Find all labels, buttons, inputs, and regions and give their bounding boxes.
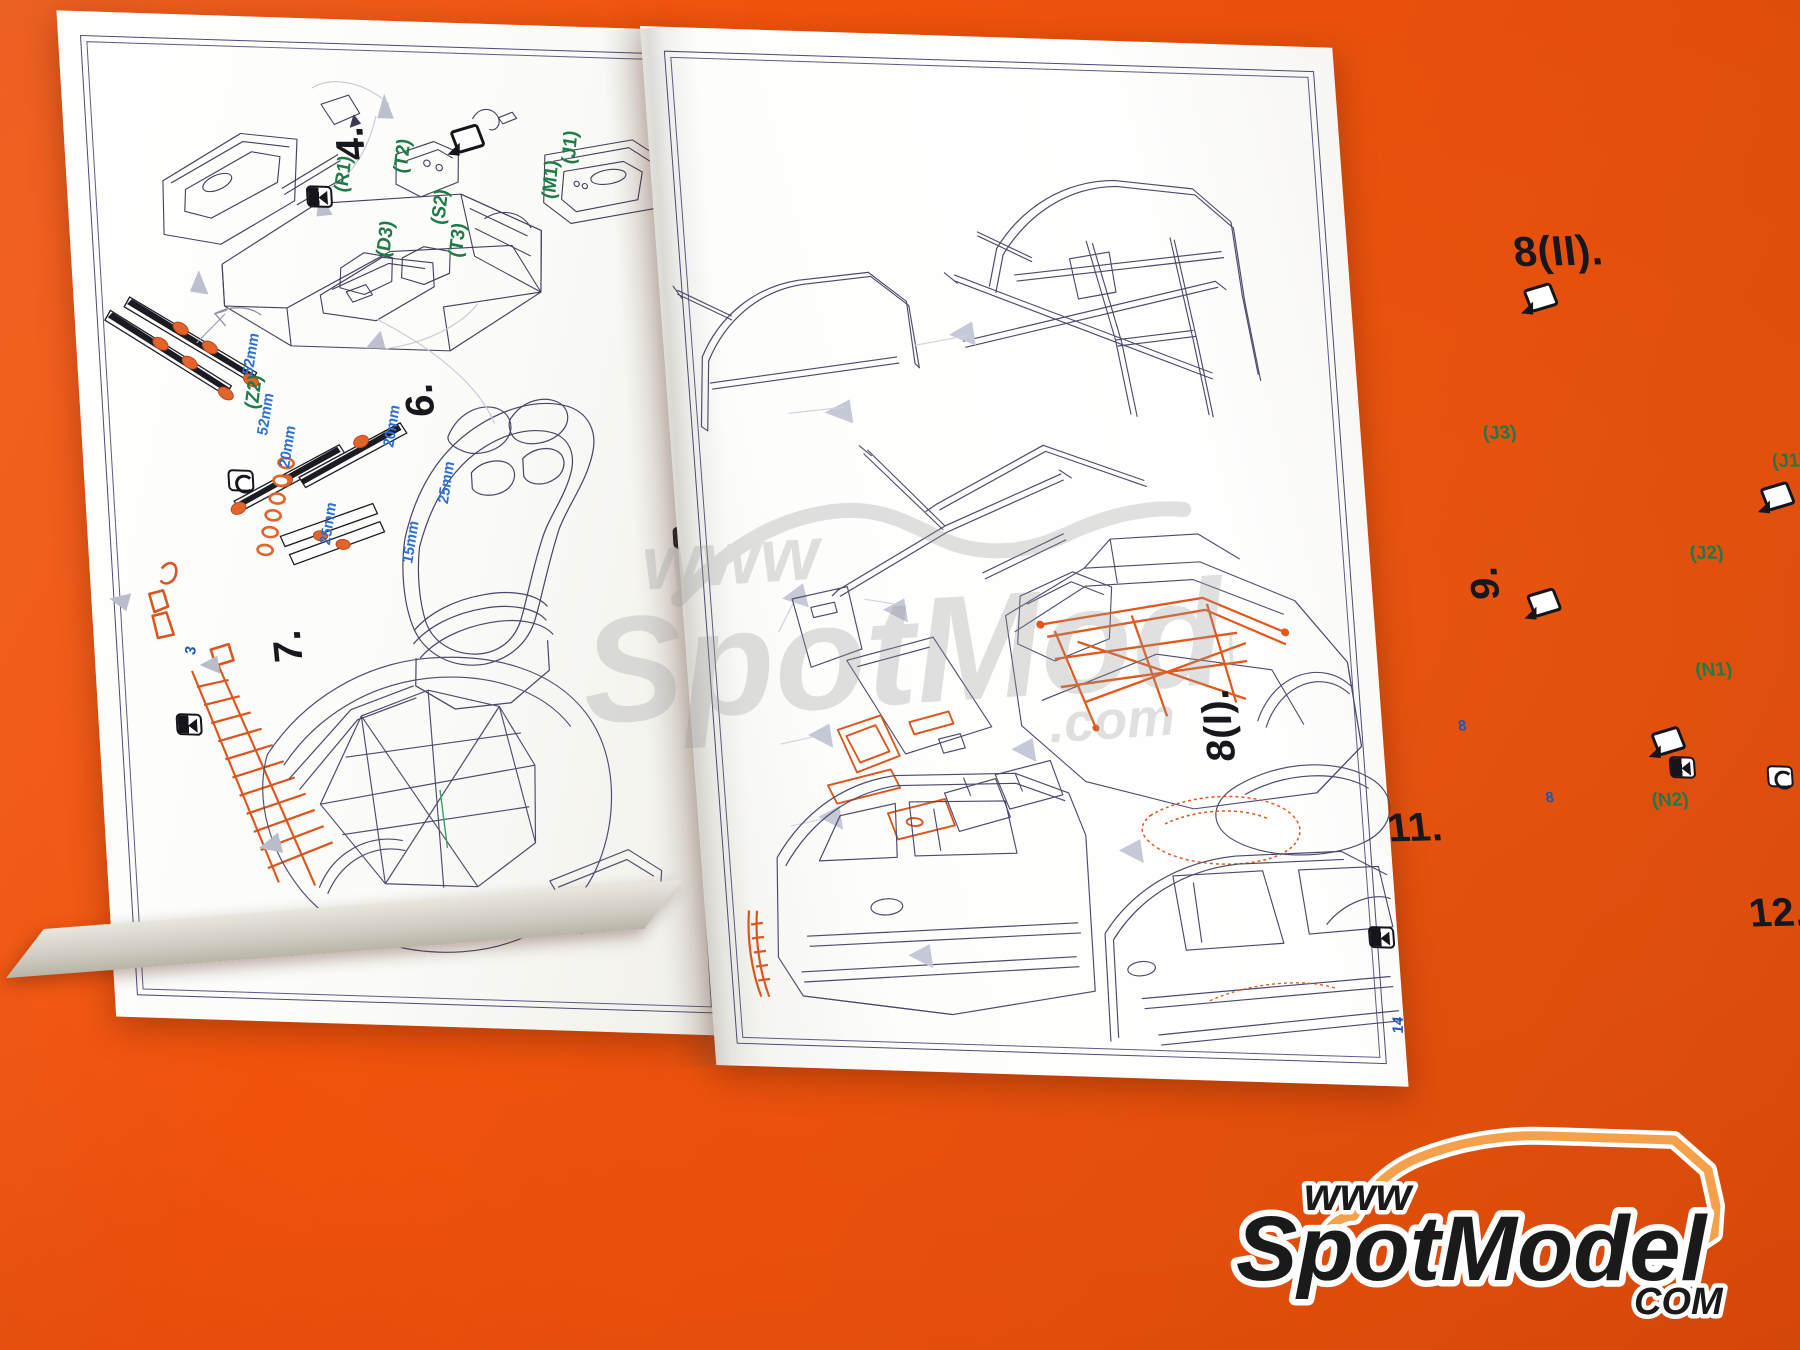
- part-label: (M1): [538, 158, 564, 201]
- left-page-artwork: [104, 81, 663, 953]
- part-label: (R1): [331, 153, 357, 195]
- logo-com-outline: COM: [1634, 1281, 1724, 1323]
- part-label: (D3): [373, 218, 399, 260]
- part-count-label: 8: [1544, 789, 1555, 807]
- part-label: (T3): [445, 221, 471, 260]
- booklet-right-page: 8(I).8(II).8(III).9.10.11.12.(J3)(J4)(J1…: [640, 26, 1800, 1087]
- cut-tool-icon: [1668, 756, 1697, 779]
- step-number: 8(I).: [1192, 688, 1245, 762]
- right-page-artwork: [672, 179, 1402, 1046]
- glue-icon: [1649, 725, 1688, 757]
- bend-tool-icon: [1766, 765, 1795, 790]
- spotmodel-logo: www www SpotModel SpotModel COM COM: [1204, 1074, 1764, 1328]
- cut-tool-icon: [305, 185, 334, 209]
- logo-com: COM: [1634, 1281, 1724, 1323]
- bend-tool-icon: [227, 469, 255, 494]
- part-label: (N1): [1694, 659, 1734, 682]
- logo-www: www: [1304, 1168, 1415, 1220]
- step-number: 9.: [1460, 565, 1509, 601]
- glue-icon: [1759, 480, 1797, 513]
- step-number: 11.: [1384, 805, 1446, 851]
- step-number: 6.: [396, 382, 444, 417]
- part-count-label: 14: [1389, 1015, 1407, 1035]
- part-label: (J3): [1481, 422, 1518, 445]
- part-label: (J1): [558, 128, 583, 166]
- part-label: (T2): [390, 136, 416, 176]
- logo-name-outline: SpotModel: [1236, 1198, 1709, 1300]
- logo-name: SpotModel: [1236, 1198, 1709, 1300]
- booklet-left-page: 4.6.5.7.(R1)(T2)(S2)(T3)(D3)(J1)(M1)(Z2)…: [56, 10, 785, 1037]
- part-label: (J2): [1688, 542, 1725, 565]
- cut-tool-icon: [175, 713, 203, 736]
- step-number: 12.: [1746, 890, 1800, 936]
- step-number: 7.: [264, 628, 312, 664]
- logo-www-outline: www: [1304, 1168, 1415, 1220]
- step-number: 8(II).: [1510, 226, 1606, 276]
- cut-tool-icon: [1367, 925, 1396, 949]
- part-label: (J1): [1770, 450, 1800, 473]
- part-count-label: 8: [1457, 717, 1468, 735]
- part-label: (N2): [1650, 789, 1691, 812]
- glue-icon: [1522, 281, 1560, 314]
- glue-icon: [1525, 586, 1563, 619]
